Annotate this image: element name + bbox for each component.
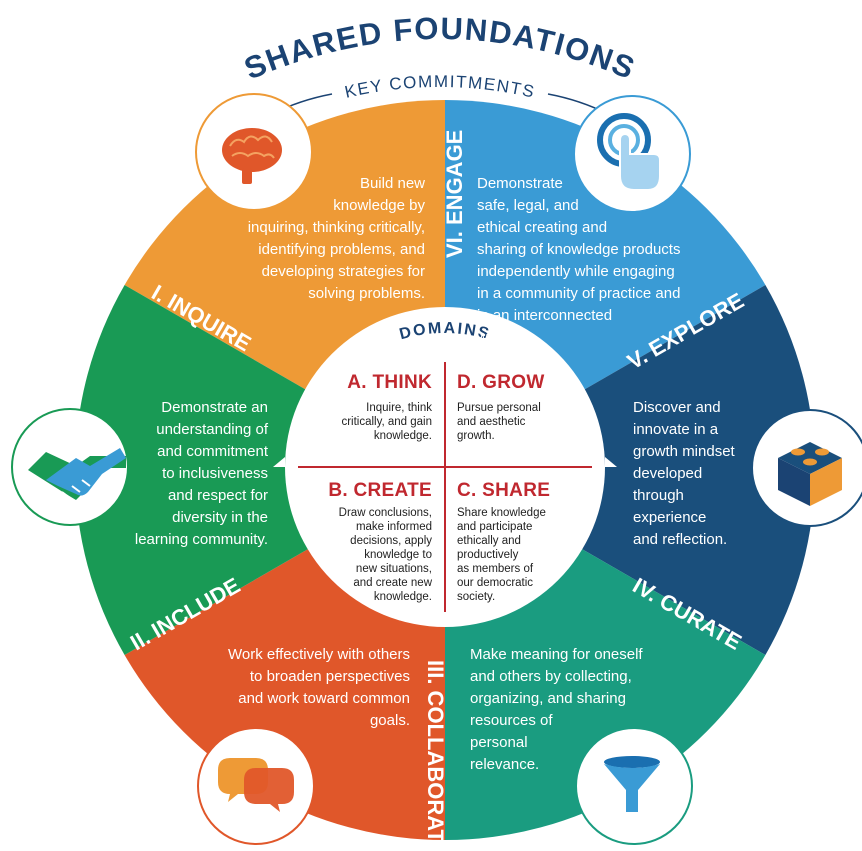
segment-text-engage: Demonstrate safe, legal, and ethical cre… [477, 175, 681, 346]
domain-text-share: Share knowledge and participate ethicall… [457, 507, 546, 603]
brain-icon [222, 128, 282, 184]
segment-include [75, 285, 445, 655]
domain-title-create: B. CREATE [328, 480, 432, 501]
domain-text-think: Inquire, think critically, and gain know… [341, 402, 432, 442]
domain-text-grow: Pursue personal and aesthetic growth. [457, 402, 541, 442]
segment-text-inquire: Build new knowledge by inquiring, thinki… [247, 175, 425, 302]
segment-explore [445, 285, 815, 655]
touch-icon [597, 113, 661, 191]
segment-label-engage: VI. ENGAGE [442, 130, 467, 258]
building-block-icon [778, 442, 842, 506]
funnel-icon [604, 756, 660, 812]
domains-circle [273, 307, 617, 627]
segment-text-curate: Make meaning for oneself and others by c… [470, 646, 643, 773]
domain-title-share: C. SHARE [457, 480, 551, 501]
segment-label-collaborate: III. COLLABORATE [423, 660, 448, 846]
diagram-subtitle: KEY COMMITMENTS [343, 72, 537, 102]
domains-label: DOMAINS [398, 320, 493, 343]
handshake-icon [28, 448, 126, 500]
speech-bubbles-icon [218, 758, 294, 812]
segment-text-explore: Discover and innovate in a growth mindse… [633, 399, 735, 548]
segment-text-include: Demonstrate an understanding of and comm… [134, 399, 268, 548]
domain-title-grow: D. GROW [457, 372, 545, 393]
domain-title-think: A. THINK [347, 372, 432, 393]
domain-text-create: Draw conclusions, make informed decision… [338, 507, 432, 603]
segment-text-collaborate: Work effectively with others to broaden … [227, 646, 410, 729]
